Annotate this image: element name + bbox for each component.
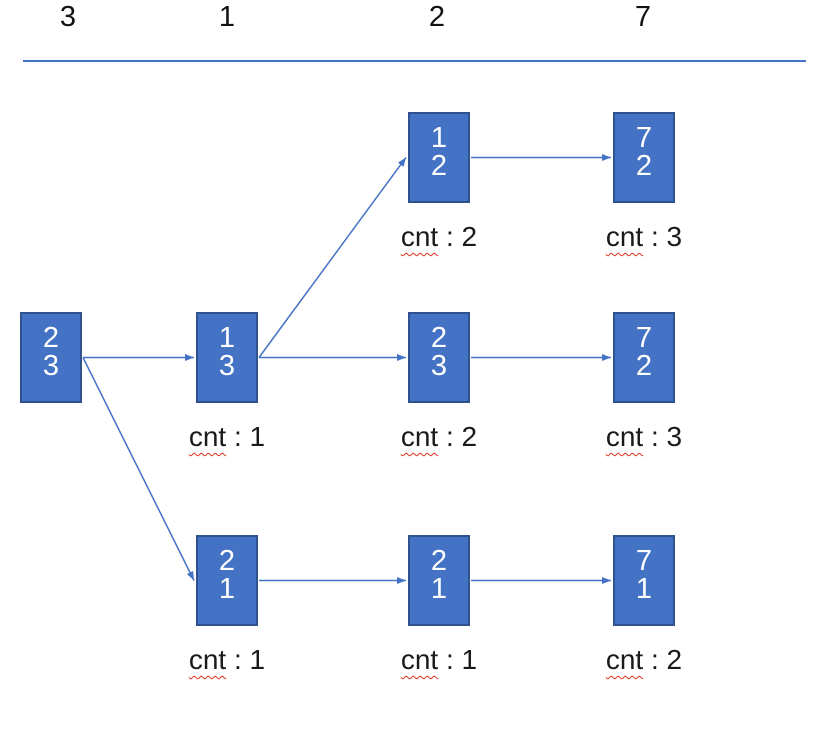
node-value: 1	[635, 572, 653, 605]
header-divider	[23, 60, 806, 62]
cnt-word: cnt	[400, 421, 439, 452]
header-number: 3	[59, 1, 77, 33]
node-value: 1	[430, 572, 448, 605]
cnt-label: cnt : 2	[574, 645, 714, 675]
node-value: 2	[430, 149, 448, 182]
header-number: 2	[428, 1, 446, 33]
cnt-label: cnt : 1	[157, 645, 297, 675]
node-value: 7	[635, 121, 653, 154]
node-value: 2	[430, 321, 448, 354]
node-value: 1	[218, 572, 236, 605]
node-value: 2	[430, 544, 448, 577]
edge-arrow	[82, 357, 195, 581]
cnt-label: cnt : 2	[369, 222, 509, 252]
node-value: 1	[218, 321, 236, 354]
node-value: 2	[218, 544, 236, 577]
cnt-label: cnt : 1	[369, 645, 509, 675]
cnt-label: cnt : 1	[157, 422, 297, 452]
cnt-label: cnt : 3	[574, 222, 714, 252]
node-value: 7	[635, 544, 653, 577]
cnt-value: : 2	[438, 221, 478, 252]
node-value: 3	[430, 349, 448, 382]
cnt-value: : 3	[643, 421, 683, 452]
node-value: 2	[42, 321, 60, 354]
cnt-word: cnt	[605, 421, 644, 452]
cnt-word: cnt	[605, 644, 644, 675]
cnt-label: cnt : 2	[369, 422, 509, 452]
edge-arrow	[258, 157, 407, 358]
cnt-value: : 1	[226, 421, 266, 452]
cnt-value: : 2	[643, 644, 683, 675]
node-value: 2	[635, 349, 653, 382]
header-number: 7	[634, 1, 652, 33]
node-value: 2	[635, 149, 653, 182]
node-value: 1	[430, 121, 448, 154]
cnt-word: cnt	[188, 421, 227, 452]
cnt-word: cnt	[400, 221, 439, 252]
cnt-value: : 1	[438, 644, 478, 675]
cnt-value: : 2	[438, 421, 478, 452]
cnt-value: : 1	[226, 644, 266, 675]
header-number: 1	[218, 1, 236, 33]
cnt-word: cnt	[188, 644, 227, 675]
cnt-value: : 3	[643, 221, 683, 252]
node-value: 3	[218, 349, 236, 382]
node-value: 7	[635, 321, 653, 354]
cnt-word: cnt	[605, 221, 644, 252]
node-value: 3	[42, 349, 60, 382]
cnt-word: cnt	[400, 644, 439, 675]
cnt-label: cnt : 3	[574, 422, 714, 452]
